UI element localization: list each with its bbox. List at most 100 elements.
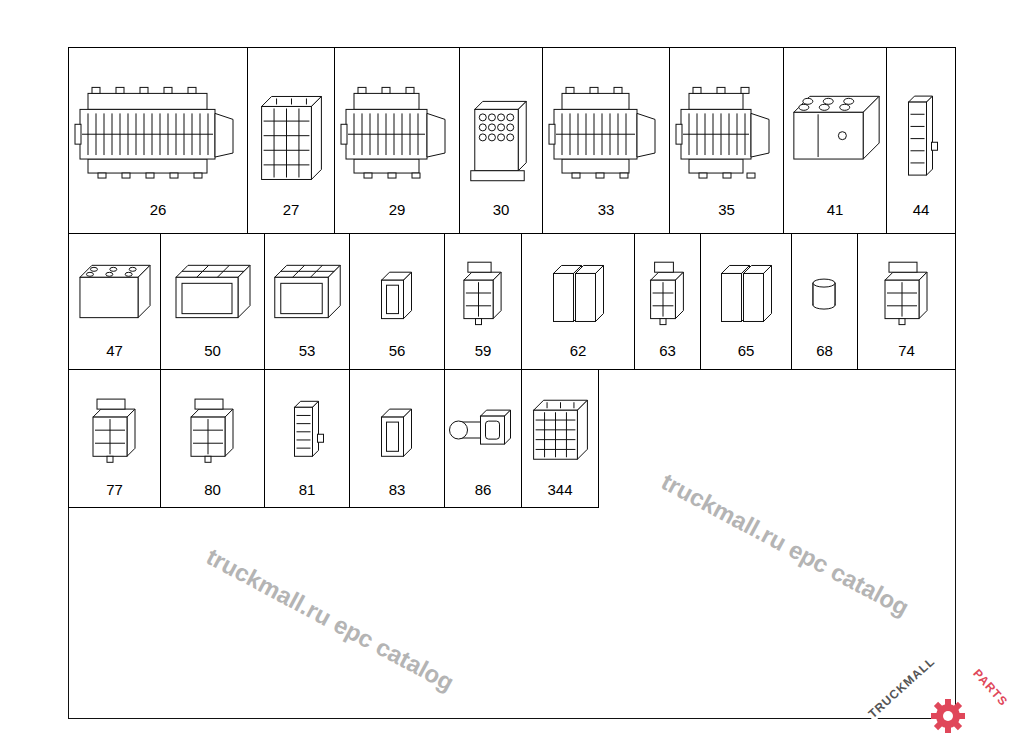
logo-text: TRUCKMALL: [866, 654, 939, 722]
part-number: 63: [659, 342, 676, 360]
connector-pin: [799, 104, 809, 110]
connector-drawing: [554, 265, 604, 321]
part-number: 35: [718, 201, 735, 219]
connector-front-face: [481, 416, 505, 444]
connector-cell: 63: [634, 233, 701, 370]
connector-side-face: [919, 272, 927, 318]
connector-drawing: [885, 262, 927, 324]
connector-notch: [566, 87, 574, 93]
connector-tab: [596, 173, 604, 178]
connector-front-face: [382, 280, 404, 318]
connector-side-face: [927, 96, 933, 175]
connector-tab: [122, 173, 130, 178]
connector-side-face: [675, 272, 683, 318]
connector-pin: [819, 104, 829, 110]
connector-notch: [164, 87, 172, 93]
connector-tab: [660, 319, 666, 325]
connector-pin: [507, 124, 514, 131]
connector-drawing: [341, 87, 445, 178]
logo-gear: [931, 699, 965, 733]
connector-tab: [194, 173, 202, 178]
connector-drawing: [275, 265, 340, 317]
connector-detail-line: [193, 430, 223, 431]
connector-drawing: [464, 262, 501, 324]
connector-front-face: [191, 417, 225, 456]
connector-cell: 62: [521, 233, 635, 370]
connector-detail-line: [683, 134, 749, 135]
part-number: 62: [570, 342, 587, 360]
connector-tab: [412, 173, 420, 178]
connector-detail-line: [306, 98, 307, 104]
connector-front-face: [93, 417, 127, 456]
connector-side-face: [404, 272, 412, 318]
part-number: 26: [150, 201, 167, 219]
connector-detail-line: [297, 431, 311, 432]
connector-latch: [97, 399, 125, 409]
connector-front-face: [794, 112, 863, 159]
connector-detail-line: [276, 98, 277, 104]
connector-drawing: [813, 279, 835, 309]
watermark-text: truckmall.ru epc catalog: [202, 544, 458, 697]
connector-front-face: [475, 109, 518, 170]
connector-detail-line: [274, 108, 275, 177]
connector-detail-line: [547, 402, 548, 408]
connector-tab: [205, 456, 211, 462]
connector-detail-line: [478, 282, 479, 316]
connector-detail-line: [348, 134, 425, 135]
connector-detail-line: [911, 150, 925, 151]
connector-pin: [498, 124, 505, 131]
connector-latch: [889, 262, 917, 272]
connector-window: [387, 422, 399, 451]
connector-detail-line: [555, 412, 556, 457]
part-number: 50: [204, 342, 221, 360]
connector-tab: [747, 173, 755, 178]
connector-detail-line: [556, 134, 635, 135]
connector-notch: [406, 87, 414, 93]
connector-detail-line: [536, 449, 576, 450]
connector-rail: [689, 159, 743, 173]
connector-detail-line: [264, 135, 310, 136]
connector-side-face: [311, 96, 321, 179]
connector-pin: [125, 272, 132, 276]
connector-detail-line: [653, 293, 674, 294]
connector-side-face: [596, 265, 604, 321]
connector-drawing: [471, 101, 526, 180]
connector-detail-line: [835, 283, 836, 305]
connector-pin: [479, 114, 486, 121]
connector-window: [281, 283, 322, 313]
connector-pin: [498, 114, 505, 121]
connector-cell: 30: [459, 47, 543, 234]
connector-tab: [364, 173, 372, 178]
connector-drawing: [262, 96, 322, 179]
connector-side-face: [518, 101, 526, 170]
connector-pin: [110, 267, 117, 271]
connector-latch: [195, 399, 223, 409]
connector-notch: [358, 87, 366, 93]
connector-front-face: [554, 273, 574, 321]
connector-pin: [479, 124, 486, 131]
connector-notch: [140, 87, 148, 93]
part-number: 33: [598, 201, 615, 219]
connector-side-face: [493, 272, 501, 318]
connector-window: [486, 421, 500, 439]
connector-notch: [382, 87, 390, 93]
connector-rail: [689, 93, 743, 109]
connector-tab: [146, 173, 154, 178]
connector-notch: [116, 87, 124, 93]
connector-drawing: [909, 96, 938, 175]
connector-rail: [562, 159, 629, 173]
connector-tab: [620, 173, 628, 178]
connector-drawing: [534, 400, 588, 459]
connector-notch: [741, 87, 749, 93]
connector-detail-line: [298, 108, 299, 177]
connector-rail: [88, 159, 207, 173]
connector-body: [346, 109, 427, 159]
connector-front-face: [909, 102, 927, 175]
connector-detail-line: [911, 138, 925, 139]
connector-cell: 50: [160, 233, 265, 370]
connector-tab: [723, 173, 731, 178]
connector-drawing: [176, 265, 250, 317]
connector-detail-line: [902, 282, 903, 316]
connector-drawing: [651, 262, 684, 324]
